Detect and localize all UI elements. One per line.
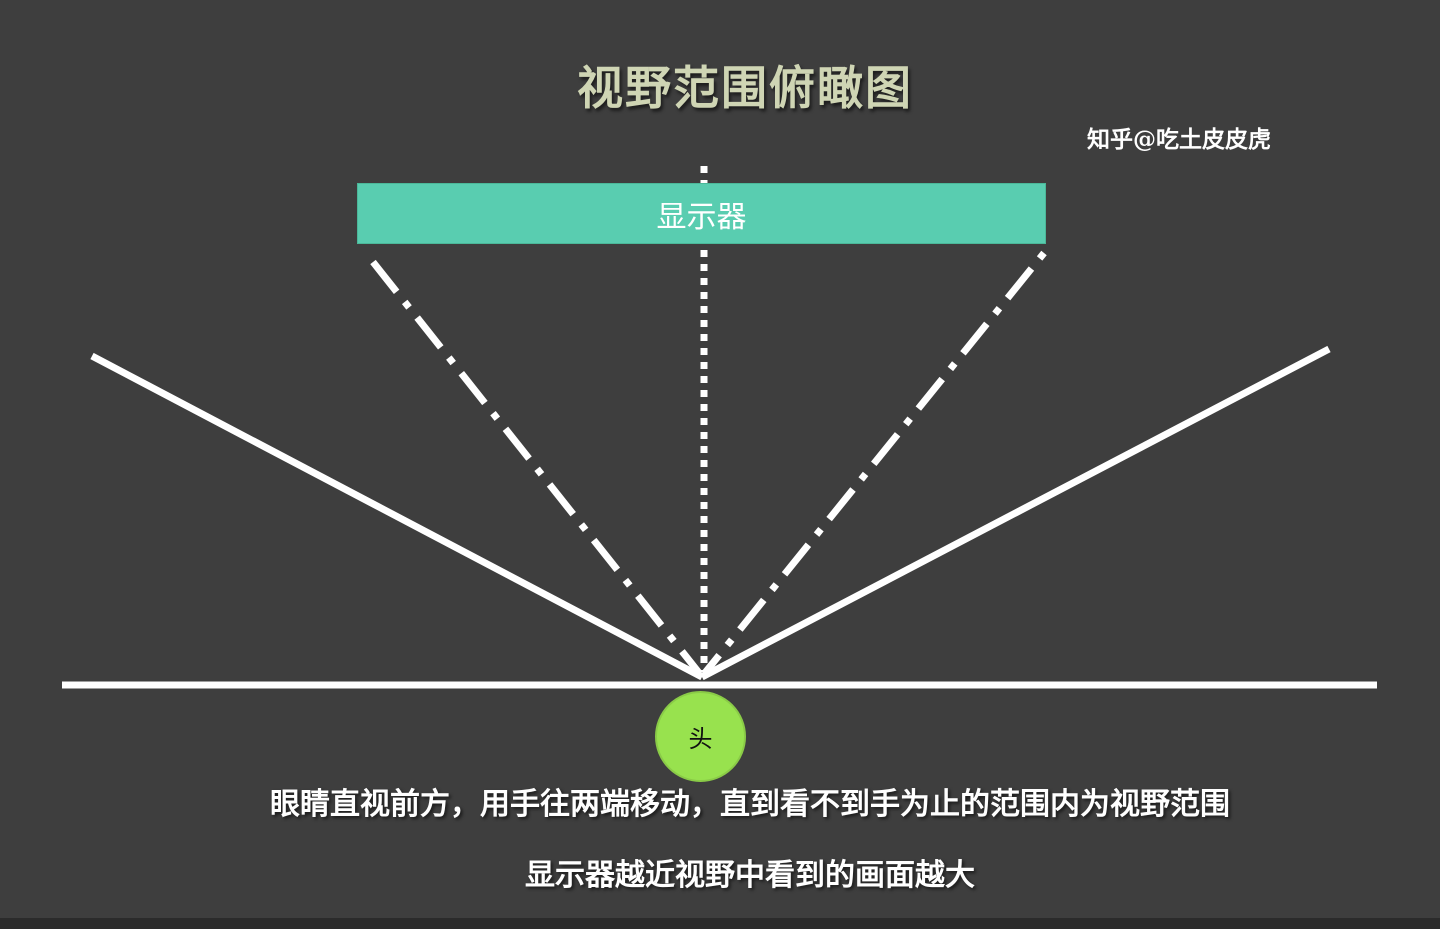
left-monitor-edge-line (370, 259, 703, 677)
bottom-bar (0, 918, 1440, 929)
right-monitor-edge-line (701, 250, 1047, 677)
caption-field-of-view: 眼睛直视前方，用手往两端移动，直到看不到手为止的范围内为视野范围 (270, 787, 1230, 822)
monitor-box: 显示器 (357, 183, 1046, 244)
diagram-title: 视野范围俯瞰图 (577, 61, 913, 115)
watermark-text: 知乎@吃土皮皮虎 (1087, 126, 1271, 153)
caption-monitor-distance: 显示器越近视野中看到的画面越大 (525, 858, 975, 893)
right-fov-boundary-line (700, 345, 1331, 681)
head-circle: 头 (655, 691, 746, 782)
left-fov-boundary-line (90, 352, 704, 681)
